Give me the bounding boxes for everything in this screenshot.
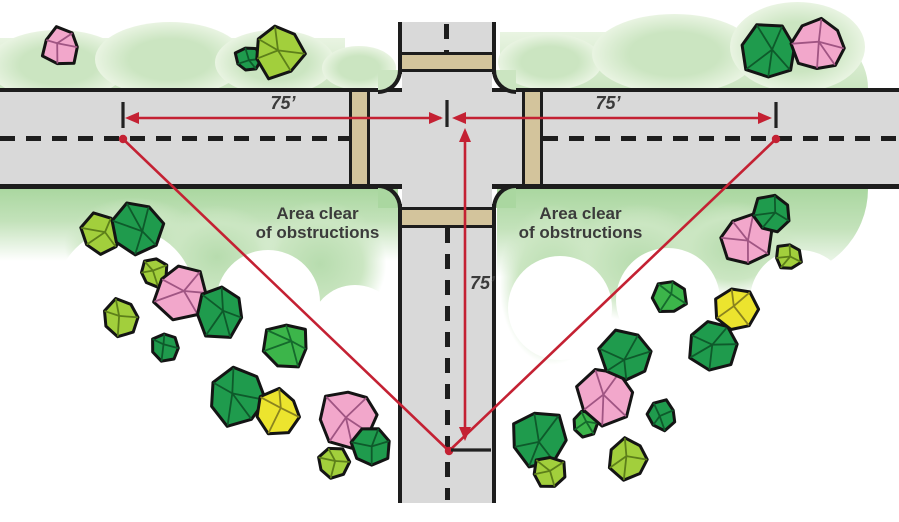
tree-light: [532, 456, 567, 488]
green-cloud-bump: [592, 14, 757, 94]
tree-light: [103, 297, 140, 339]
area-clear-label-left: Area clear of obstructions: [235, 204, 400, 242]
dimension-label-left: 75’: [270, 93, 296, 113]
tree-light: [317, 446, 352, 480]
tree-yellow: [255, 386, 301, 436]
tree-mid: [650, 280, 688, 313]
dimension-label-vertical: 75’: [470, 273, 496, 293]
centerline-dashed-east: [543, 136, 899, 141]
tree-dark: [196, 285, 244, 339]
dimension-arrowhead: [459, 427, 471, 441]
tree-dark: [740, 23, 796, 79]
crosswalk-east: [522, 92, 543, 184]
sight-line-left: [122, 138, 450, 452]
tree-yellow: [714, 287, 761, 331]
tree-pink: [789, 16, 846, 70]
sight-line-right: [448, 138, 777, 452]
tree-pink: [40, 25, 79, 66]
tree-dark: [597, 328, 653, 382]
tree-mid: [261, 323, 308, 369]
area-clear-label-left-line2: of obstructions: [255, 223, 380, 242]
crosswalk-north: [402, 52, 492, 72]
cloud-white-scallop: [508, 256, 612, 360]
dimension-arrowhead: [459, 128, 471, 142]
area-clear-label-left-line1: Area clear: [276, 204, 359, 223]
vertical-road-edge-top-right: [492, 22, 496, 74]
vertical-road-edge-bottom-right: [492, 204, 496, 503]
centerline-dashed-south: [445, 228, 450, 500]
tree-dark: [512, 411, 568, 469]
dimension-arrowhead: [758, 112, 772, 124]
tree-light: [775, 243, 803, 270]
cloud-white-scallop: [750, 250, 850, 350]
sight-line-endpoint-dot: [118, 134, 128, 144]
vertical-road-edge-bottom-left: [398, 204, 402, 503]
dimension-label-right: 75’: [595, 93, 621, 113]
vertical-road-edge-top-left: [398, 22, 402, 74]
dimension-arrowhead: [452, 112, 466, 124]
sight-line-endpoint-dot: [771, 134, 781, 144]
tree-pink: [152, 264, 208, 322]
area-clear-label-right-line2: of obstructions: [518, 223, 643, 242]
centerline-dashed-west: [0, 136, 349, 141]
area-clear-label-right-line1: Area clear: [539, 204, 622, 223]
tree-light: [255, 24, 307, 81]
tree-light: [607, 436, 649, 482]
tree-dark: [210, 365, 267, 428]
tree-dark: [349, 427, 391, 467]
tree-dark: [751, 193, 791, 234]
centerline-dashed-north: [444, 24, 449, 52]
crosswalk-south: [402, 207, 492, 228]
tree-dark: [151, 332, 180, 363]
area-clear-label-right: Area clear of obstructions: [498, 204, 663, 242]
tree-pink: [575, 368, 635, 428]
tree-pink: [719, 212, 774, 265]
dimension-arrowhead: [125, 112, 139, 124]
tree-dark: [645, 398, 677, 433]
dimension-arrowhead: [429, 112, 443, 124]
tree-dark: [110, 201, 166, 257]
crosswalk-west: [349, 92, 370, 184]
